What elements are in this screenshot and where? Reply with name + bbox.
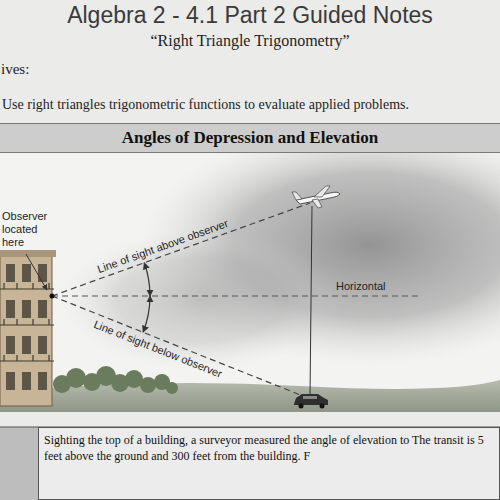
- table-cell: [0, 427, 38, 500]
- section-heading: ives:: [1, 60, 29, 79]
- page-title: Algebra 2 - 4.1 Part 2 Guided Notes: [0, 2, 500, 29]
- sight-line-above: [52, 203, 310, 296]
- vertical-line: [310, 206, 312, 396]
- car: [294, 394, 328, 409]
- elevation-angle-arc: [144, 263, 150, 296]
- observer-label: Observer located here: [2, 210, 60, 249]
- trees: [53, 366, 178, 394]
- problem-text: Sighting the top of a building, a survey…: [44, 432, 494, 464]
- depression-angle-arc: [143, 296, 150, 332]
- building: [0, 250, 56, 406]
- banner-text: Angles of Depression and Elevation: [122, 128, 379, 148]
- section-banner: Angles of Depression and Elevation: [0, 123, 500, 153]
- objective-text: Use right triangles trigonometric functi…: [2, 96, 409, 114]
- cloud: [60, 230, 340, 370]
- airplane: [292, 186, 340, 208]
- sight-line-below: [52, 296, 308, 398]
- leader-line: [26, 254, 47, 290]
- problem-box: Sighting the top of a building, a survey…: [38, 427, 500, 500]
- subtitle: “Right Triangle Trigonometry”: [0, 31, 500, 51]
- horizontal-line: [52, 295, 420, 296]
- observer-point: [50, 294, 55, 299]
- horizontal-label: Horizontal: [336, 279, 386, 293]
